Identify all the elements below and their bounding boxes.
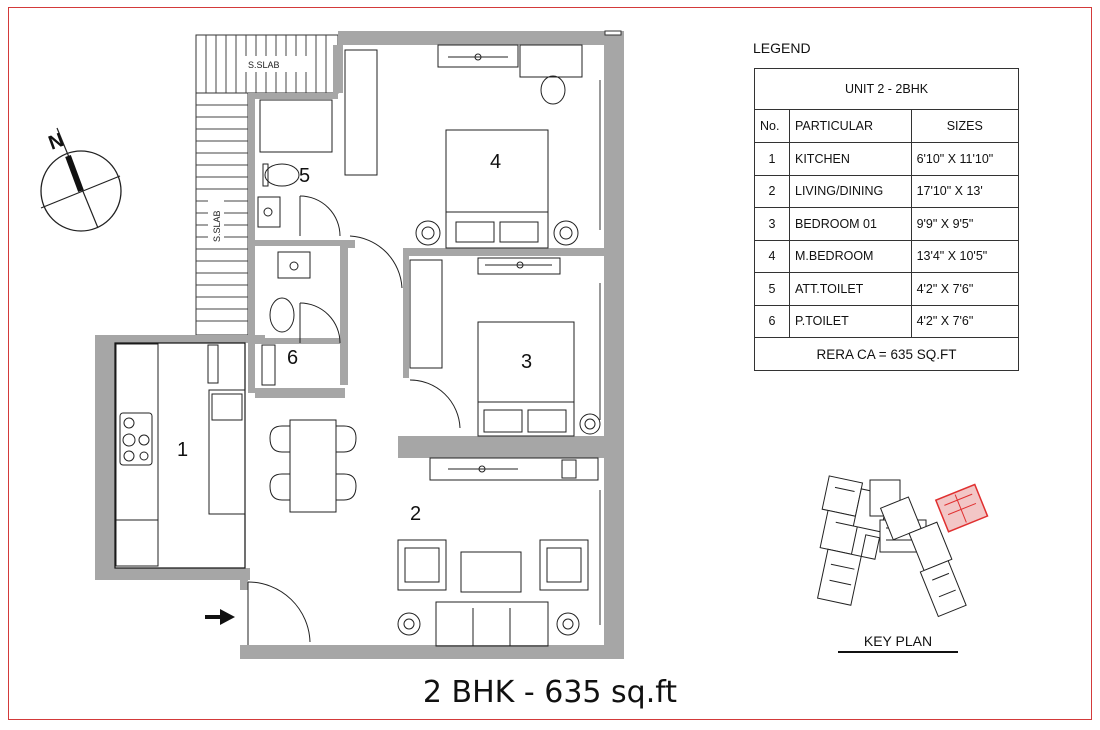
legend-row-no: 5 [754,272,790,306]
legend-row: 3 BEDROOM 01 9'9" X 9'5" [754,207,1020,241]
legend-col-particular: PARTICULAR [789,109,912,143]
legend-row-size: 4'2" X 7'6" [910,304,1020,338]
legend-row: 6 P.TOILET 4'2" X 7'6" [754,304,1020,338]
legend-row: 1 KITCHEN 6'10" X 11'10" [754,142,1020,176]
legend-title: LEGEND [753,40,811,56]
walls [95,31,624,659]
north-compass: N [40,127,122,232]
legend-row: 5 ATT.TOILET 4'2" X 7'6" [754,272,1020,306]
legend-col-sizes: SIZES [910,109,1020,143]
legend-row-no: 3 [754,207,790,241]
north-label: N [46,129,67,155]
room-number-master-bedroom: 4 [490,151,501,173]
legend-row-particular: P.TOILET [789,304,912,338]
windows [599,30,622,625]
legend-row-no: 1 [754,142,790,176]
room-number-bedroom: 3 [521,351,532,373]
legend-row-particular: M.BEDROOM [789,239,912,273]
room-number-p-toilet: 6 [287,347,298,369]
legend-row-particular: KITCHEN [789,142,912,176]
key-plan-label: KEY PLAN [838,633,958,653]
legend-row-size: 6'10" X 11'10" [910,142,1020,176]
room-number-kitchen: 1 [177,439,188,461]
legend-unit: UNIT 2 - 2BHK [754,68,1019,110]
entry-arrow-icon [205,609,235,625]
sunken-slab: S.SLAB S.SLAB [195,34,339,336]
page-title: 2 BHK - 635 sq.ft [422,675,678,710]
slab-label-top: S.SLAB [248,60,280,70]
legend-row-particular: BEDROOM 01 [789,207,912,241]
bedroom-furniture [409,257,601,437]
legend-row: 2 LIVING/DINING 17'10" X 13' [754,174,1020,208]
page-frame [8,7,1092,720]
legend-row-size: 13'4" X 10'5" [910,239,1020,273]
legend-col-no: No. [754,109,790,143]
legend-row-particular: LIVING/DINING [789,174,912,208]
master-bedroom-furniture [344,44,583,289]
living-dining-furniture [247,419,599,647]
key-plan [816,475,989,618]
legend-row-size: 4'2" X 7'6" [910,272,1020,306]
legend-row: 4 M.BEDROOM 13'4" X 10'5" [754,239,1020,273]
room-number-living: 2 [410,503,421,525]
legend-row-size: 9'9" X 9'5" [910,207,1020,241]
legend-row-particular: ATT.TOILET [789,272,912,306]
legend-row-size: 17'10" X 13' [910,174,1020,208]
legend-row-no: 6 [754,304,790,338]
toilet-fixtures [257,99,341,386]
room-number-att-toilet: 5 [299,165,310,187]
legend-row-no: 2 [754,174,790,208]
legend-table: UNIT 2 - 2BHK No. PARTICULAR SIZES 1 KIT… [754,68,1020,371]
kitchen-counter [115,343,246,567]
slab-label-side: S.SLAB [212,210,222,242]
legend-row-no: 4 [754,239,790,273]
legend-footer: RERA CA = 635 SQ.FT [754,337,1019,371]
